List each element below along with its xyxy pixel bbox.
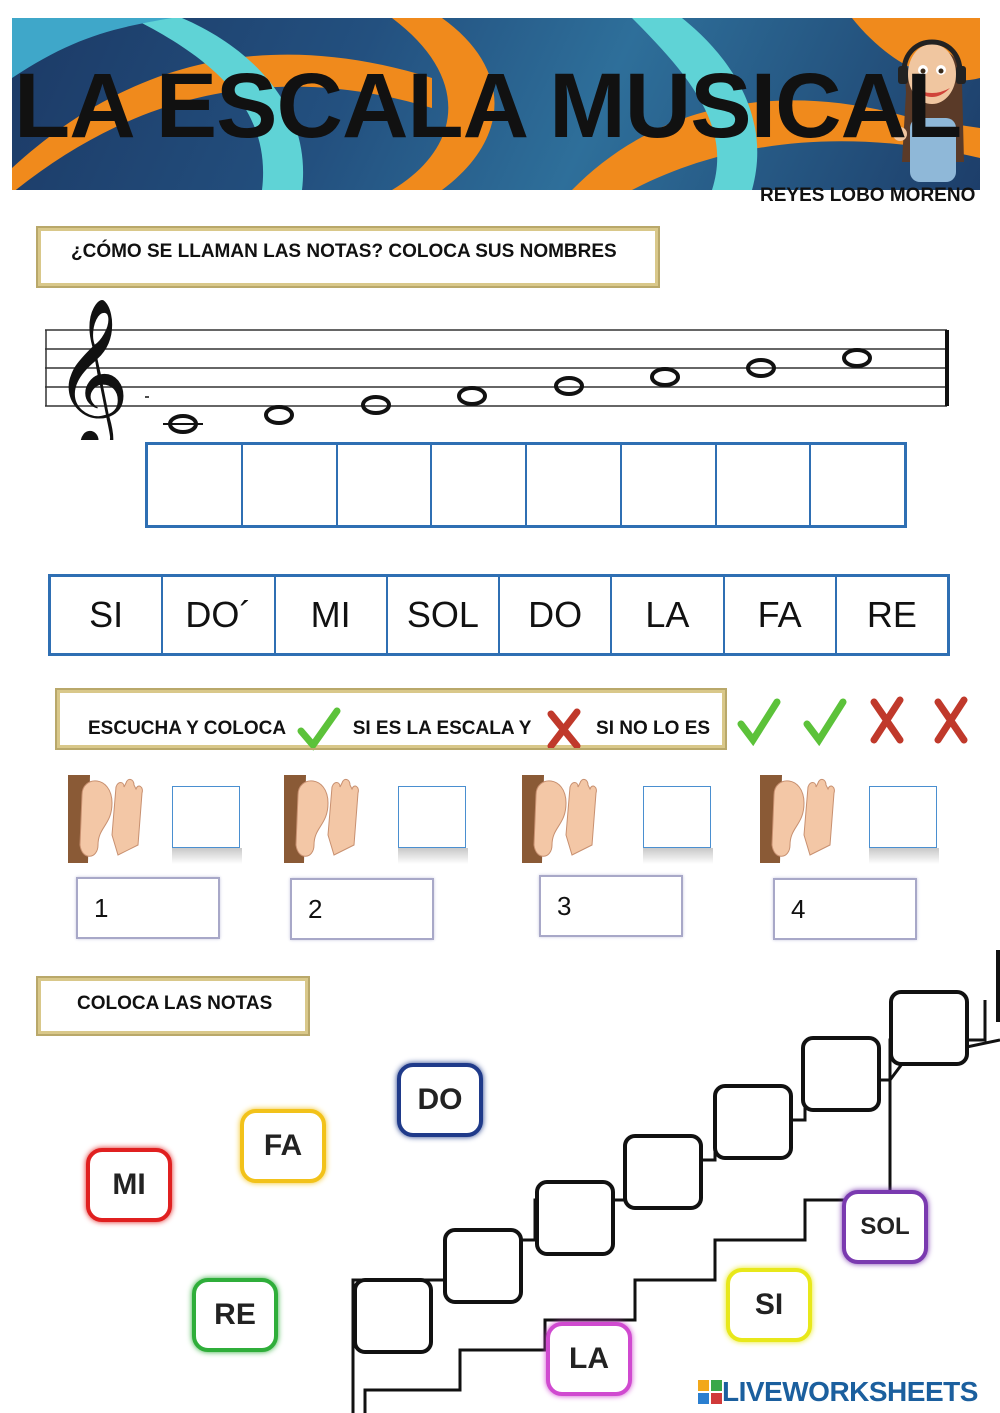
ear-icon[interactable] [522, 775, 597, 863]
box-shadow [643, 848, 713, 864]
brand-logo: LIVEWORKSHEETS [698, 1376, 978, 1408]
stair-slot[interactable] [535, 1180, 615, 1256]
stair-slot[interactable] [713, 1084, 793, 1160]
audio-item-2[interactable]: 2 [290, 878, 434, 940]
answer-check-box[interactable] [643, 786, 711, 848]
note-names-bank: SI DO´ MI SOL DO LA FA RE [48, 574, 950, 656]
answer-box[interactable] [811, 445, 904, 525]
note-chip-la[interactable]: LA [546, 1322, 632, 1396]
answer-box[interactable] [338, 445, 433, 525]
answer-box[interactable] [527, 445, 622, 525]
note-name-option[interactable]: DO [500, 577, 613, 653]
brand-name: LIVEWORKSHEETS [722, 1376, 978, 1407]
avatar [893, 39, 966, 182]
stair-slot[interactable] [623, 1134, 703, 1210]
ear-icon[interactable] [284, 775, 359, 863]
note-chip-sol[interactable]: SOL [842, 1190, 928, 1264]
answer-check-box[interactable] [172, 786, 240, 848]
note-chip-re[interactable]: RE [192, 1278, 278, 1352]
cross-icon[interactable] [928, 696, 974, 746]
instruction-place-notes: COLOCA LAS NOTAS [36, 976, 310, 1036]
instruction-text-2: SI ES LA ESCALA Y [352, 718, 532, 740]
answer-box[interactable] [432, 445, 527, 525]
note-chip-si[interactable]: SI [726, 1268, 812, 1342]
stair-slot[interactable] [801, 1036, 881, 1112]
svg-text:𝄞: 𝄞 [53, 296, 130, 440]
instruction-name-notes: ¿CÓMO SE LLAMAN LAS NOTAS? COLOCA SUS NO… [36, 226, 660, 288]
music-staff: 𝄞 [45, 296, 949, 440]
check-icon[interactable] [802, 696, 848, 746]
note-name-option[interactable]: FA [725, 577, 837, 653]
instruction-text-3: SI NO LO ES [596, 718, 711, 740]
ear-icon[interactable] [68, 775, 143, 863]
cross-icon[interactable] [864, 696, 910, 746]
note-name-option[interactable]: RE [866, 594, 917, 635]
stair-slot[interactable] [443, 1228, 523, 1304]
instruction-text-1: ESCUCHA Y COLOCA [88, 718, 287, 740]
page-title: LA ESCALA MUSICAL [14, 55, 962, 157]
stair-slot[interactable] [353, 1278, 433, 1354]
liveworksheets-logo-icon [698, 1380, 722, 1404]
header-banner [12, 18, 980, 190]
author-name: REYES LOBO MORENO [760, 185, 976, 206]
audio-item-3[interactable]: 3 [539, 875, 683, 937]
note-chip-fa[interactable]: FA [240, 1109, 326, 1183]
note-chip-mi[interactable]: MI [86, 1148, 172, 1222]
answer-boxes [145, 442, 907, 528]
answer-box[interactable] [622, 445, 717, 525]
note-name-option[interactable]: DO´ [163, 577, 276, 653]
note-chip-do[interactable]: DO [397, 1063, 483, 1137]
note-name-option[interactable]: SI [51, 577, 164, 653]
banner-decoration [12, 18, 980, 190]
audio-item-4[interactable]: 4 [773, 878, 917, 940]
audio-item-1[interactable]: 1 [76, 877, 220, 939]
answer-check-box[interactable] [869, 786, 937, 848]
staircase [351, 950, 1000, 1413]
cross-icon [547, 708, 581, 750]
answer-box[interactable] [717, 445, 812, 525]
note-name-option[interactable]: SOL [388, 577, 500, 653]
stair-slot[interactable] [889, 990, 969, 1066]
check-icon [297, 707, 341, 751]
box-shadow [398, 848, 468, 864]
treble-clef-icon: 𝄞 [53, 296, 130, 440]
check-icon[interactable] [736, 696, 782, 746]
note-name-option[interactable]: MI [276, 577, 388, 653]
ear-icon[interactable] [760, 775, 835, 863]
answer-box[interactable] [148, 445, 243, 525]
note-name-option[interactable]: LA [612, 577, 725, 653]
answer-box[interactable] [243, 445, 338, 525]
box-shadow [869, 848, 939, 864]
answer-check-box[interactable] [398, 786, 466, 848]
instruction-listen: ESCUCHA Y COLOCA SI ES LA ESCALA Y SI NO… [55, 688, 727, 751]
box-shadow [172, 848, 242, 864]
